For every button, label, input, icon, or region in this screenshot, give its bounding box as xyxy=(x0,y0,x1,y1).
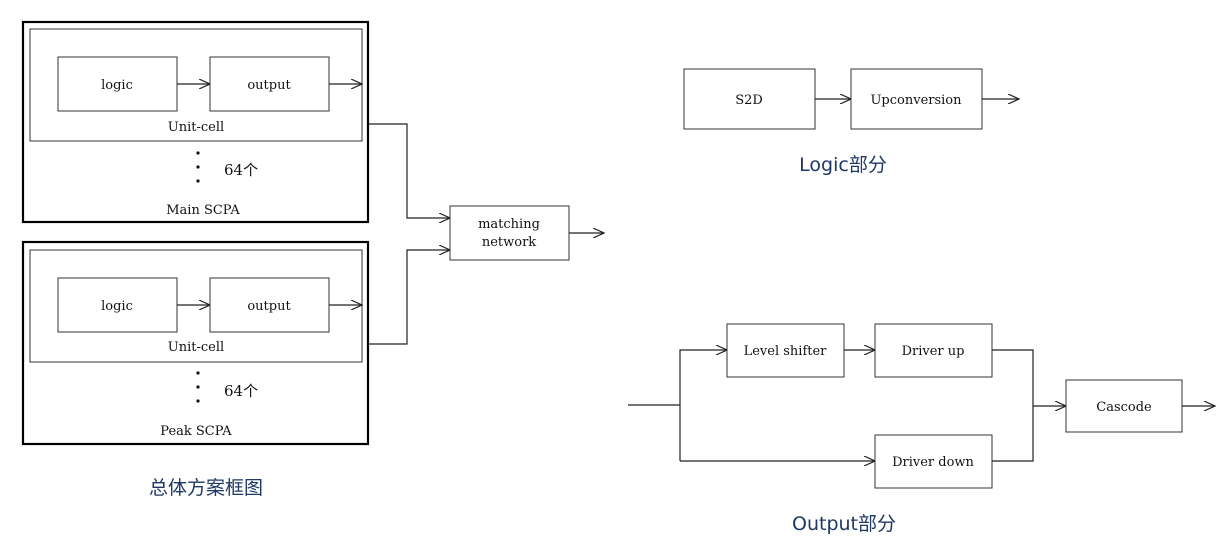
main-logic-block xyxy=(57,56,178,112)
peak-ellipsis-dot xyxy=(196,371,200,375)
matching-network-group: matching network xyxy=(369,123,604,345)
driver-down-block xyxy=(874,434,993,489)
main-output-label: output xyxy=(247,78,291,93)
logic-part-group: S2D Upconversion Logic部分 xyxy=(683,68,1019,176)
peak-logic-block xyxy=(57,277,178,333)
matching-network-label-line2: network xyxy=(482,235,536,250)
peak-ellipsis-dot xyxy=(196,385,200,389)
peak-unit-cell-label: Unit-cell xyxy=(168,340,224,355)
peak-ellipsis-dot xyxy=(196,399,200,403)
main-to-matching-connector xyxy=(369,123,450,218)
main-scpa-group: logic output Unit-cell 64个 Main SCPA xyxy=(21,20,370,224)
main-logic-label: logic xyxy=(101,78,133,93)
overall-caption: 总体方案框图 xyxy=(149,477,263,499)
driver-up-block xyxy=(874,323,993,378)
input-to-level-shifter-connector xyxy=(679,350,727,461)
cascode-block xyxy=(1065,379,1183,433)
output-part-group: Level shifter Driver up Driver down Casc… xyxy=(628,323,1215,535)
peak-output-block xyxy=(209,277,330,333)
upconversion-label: Upconversion xyxy=(870,93,962,108)
main-ellipsis-dot xyxy=(196,179,200,183)
level-shifter-label: Level shifter xyxy=(744,344,828,359)
main-count-label: 64个 xyxy=(224,161,258,179)
peak-scpa-group: logic output Unit-cell 64个 Peak SCPA xyxy=(21,240,370,446)
main-unit-cell-label: Unit-cell xyxy=(168,120,224,135)
main-ellipsis-dot xyxy=(196,151,200,155)
s2d-label: S2D xyxy=(735,93,763,108)
driver-down-label: Driver down xyxy=(892,455,974,470)
peak-output-label: output xyxy=(247,299,291,314)
peak-scpa-title: Peak SCPA xyxy=(160,424,232,439)
s2d-block xyxy=(683,68,816,130)
peak-to-matching-connector xyxy=(369,250,450,345)
logic-part-caption: Logic部分 xyxy=(799,154,887,176)
cascode-label: Cascode xyxy=(1096,400,1152,415)
upconversion-block xyxy=(850,68,983,130)
peak-logic-label: logic xyxy=(101,299,133,314)
output-part-caption: Output部分 xyxy=(792,513,896,535)
main-ellipsis-dot xyxy=(196,165,200,169)
matching-network-block xyxy=(449,205,570,261)
peak-count-label: 64个 xyxy=(224,382,258,400)
level-shifter-block xyxy=(726,323,845,378)
main-scpa-title: Main SCPA xyxy=(166,203,240,218)
driver-up-label: Driver up xyxy=(902,344,965,359)
matching-network-label-line1: matching xyxy=(478,217,540,232)
drivers-merge-connector xyxy=(992,349,1034,462)
